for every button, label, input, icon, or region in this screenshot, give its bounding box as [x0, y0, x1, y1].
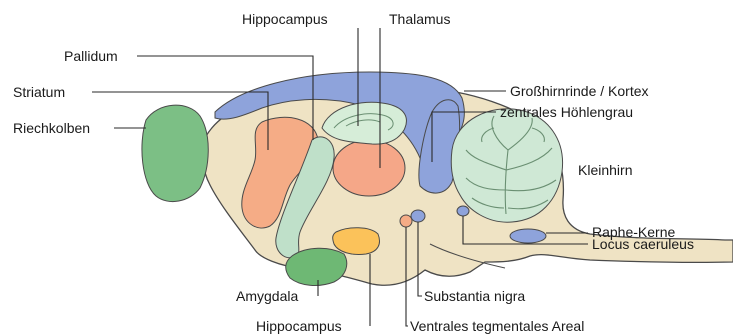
label-thalamus: Thalamus	[389, 11, 450, 27]
label-kortex: Großhirnrinde / Kortex	[510, 83, 649, 99]
amygdala-region	[286, 248, 347, 285]
label-riechkolben: Riechkolben	[13, 120, 90, 136]
label-pallidum: Pallidum	[64, 48, 118, 64]
locus-caeruleus-region	[457, 206, 469, 216]
label-locus: Locus caeruleus	[592, 236, 694, 252]
olfactory-bulb-region	[142, 105, 208, 201]
label-kleinhirn: Kleinhirn	[578, 162, 632, 178]
substantia-nigra-region	[411, 210, 425, 222]
ventral-hippocampus-region	[333, 228, 380, 255]
raphe-nuclei-region	[510, 229, 546, 243]
label-hoehlengrau: zentrales Höhlengrau	[500, 104, 633, 120]
label-vta: Ventrales tegmentales Areal	[410, 318, 584, 334]
vta-region	[400, 215, 412, 227]
label-substantia: Substantia nigra	[424, 288, 525, 304]
thalamus-region	[333, 140, 405, 196]
label-striatum: Striatum	[13, 84, 65, 100]
label-amygdala: Amygdala	[236, 288, 298, 304]
label-hippocampus-bottom: Hippocampus	[256, 318, 342, 334]
label-hippocampus-top: Hippocampus	[242, 11, 328, 27]
